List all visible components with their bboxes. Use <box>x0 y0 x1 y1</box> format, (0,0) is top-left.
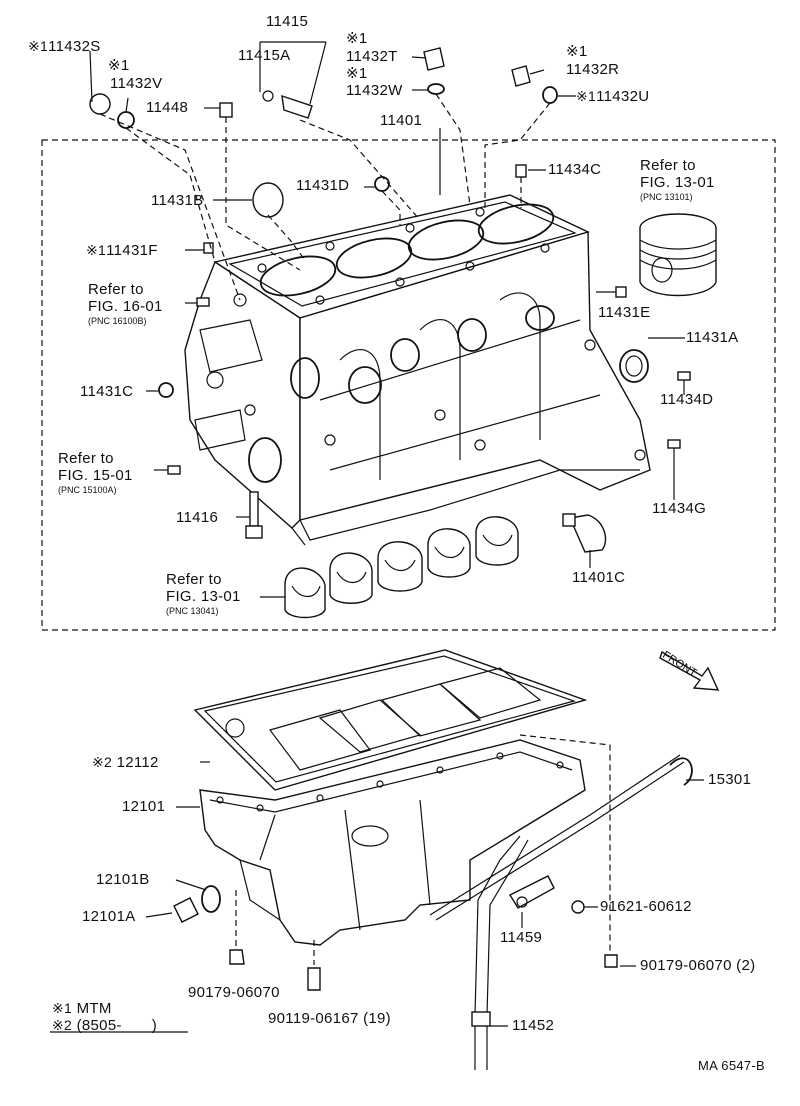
label-11432V: 11432V <box>110 75 163 92</box>
oil-pan-gasket-drawing <box>193 649 588 791</box>
label-11431D: 11431D <box>296 177 350 194</box>
small-parts <box>89 47 691 553</box>
label-11432S-group: ※111432S <box>28 38 101 55</box>
label-11432W: 11432W <box>346 82 403 99</box>
legend-text-1: MTM <box>76 1000 112 1017</box>
label-90179-b: 90179-06070 (2) <box>640 957 756 974</box>
piston-drawing <box>639 213 717 297</box>
label-11431F: 11431F <box>106 242 158 259</box>
label-12101B: 12101B <box>96 871 150 888</box>
label-12112: 12112 <box>116 754 159 771</box>
label-11459: 11459 <box>500 929 543 946</box>
legend-item-2: ※2 (8505-) <box>52 1017 158 1034</box>
fig15-refer: Refer to <box>58 450 114 467</box>
piston-refer: Refer to <box>640 157 696 174</box>
label-11434C: 11434C <box>548 161 602 178</box>
label-11432R: 11432R <box>566 61 620 78</box>
bearing-refer: Refer to <box>166 571 222 588</box>
fig16-fig: FIG. 16-01 <box>88 298 163 315</box>
label-11431B: 11431B <box>151 192 204 209</box>
label-11431C: 11431C <box>80 383 134 400</box>
label-11432T: 11432T <box>346 48 398 65</box>
label-11432S: 11432S <box>48 38 101 55</box>
bearing-drawing <box>284 516 519 619</box>
mark-1-11432W: ※1 <box>346 65 368 82</box>
label-11434D: 11434D <box>660 391 714 408</box>
leader-lines <box>89 41 685 598</box>
label-11431E: 11431E <box>598 304 651 321</box>
label-11432U-group: ※111432U <box>576 88 649 105</box>
dipstick-drawing <box>145 734 704 1070</box>
label-11431A: 11431A <box>686 329 739 346</box>
legend-mark-2: ※2 <box>52 1017 73 1033</box>
label-11432U: 11432U <box>596 88 650 105</box>
legend-text-2: (8505- <box>76 1017 122 1034</box>
mark-1-f: ※1 <box>86 242 107 258</box>
mark-2-12112: ※2 <box>92 754 113 770</box>
legend-mark-1: ※1 <box>52 1000 73 1016</box>
front-arrow-icon <box>659 650 720 691</box>
mark-1-u: ※1 <box>576 88 597 104</box>
fig16-refer: Refer to <box>88 281 144 298</box>
label-91621: 91621-60612 <box>600 898 692 915</box>
label-12101A: 12101A <box>82 908 136 925</box>
label-11415: 11415 <box>266 13 309 30</box>
cylinder-block-drawing <box>184 194 651 546</box>
label-11401C: 11401C <box>572 569 626 586</box>
label-90119: 90119-06167 (19) <box>268 1010 391 1027</box>
mark-1-11432V: ※1 <box>108 57 130 74</box>
label-11431F-group: ※111431F <box>86 242 158 259</box>
bearing-pnc: (PNC 13041) <box>166 606 219 616</box>
oil-pan-drawing <box>199 739 586 946</box>
fig15-fig: FIG. 15-01 <box>58 467 133 484</box>
label-11452: 11452 <box>512 1017 555 1034</box>
block-group-box <box>41 139 776 631</box>
label-11434G: 11434G <box>652 500 707 517</box>
bearing-fig: FIG. 13-01 <box>166 588 241 605</box>
footer-code: MA 6547-B <box>698 1058 766 1073</box>
label-12101: 12101 <box>122 798 166 815</box>
label-11415A: 11415A <box>238 47 291 64</box>
piston-pnc: (PNC 13101) <box>640 192 693 202</box>
fig15-pnc: (PNC 15100A) <box>58 485 117 495</box>
legend-item-1: ※1 MTM <box>52 1000 112 1017</box>
mark-1-11432T: ※1 <box>346 30 368 47</box>
piston-fig: FIG. 13-01 <box>640 174 715 191</box>
mark-1-11432R: ※1 <box>566 43 588 60</box>
mark-1: ※1 <box>28 38 49 54</box>
label-11448: 11448 <box>146 99 189 116</box>
label-12112-group: ※2 12112 <box>92 754 159 771</box>
label-15301: 15301 <box>708 771 752 788</box>
fig16-pnc: (PNC 16100B) <box>88 316 147 326</box>
label-11401: 11401 <box>380 112 423 129</box>
label-11416: 11416 <box>176 509 219 526</box>
label-90179-a: 90179-06070 <box>188 984 280 1001</box>
